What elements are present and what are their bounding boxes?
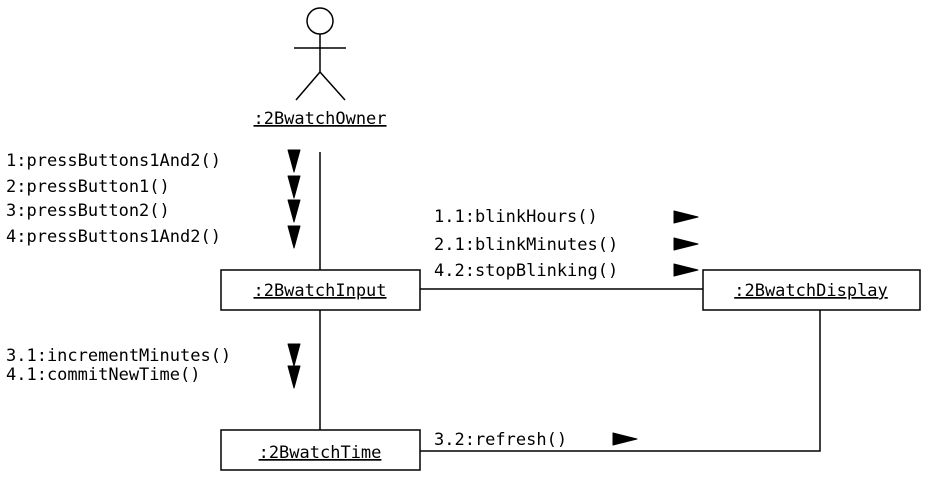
messages-input-to-display: 1.1:blinkHours() 2.1:blinkMinutes() 4.2:…: [434, 207, 699, 281]
actor-figure: [294, 7, 346, 101]
message-label: 3.1:incrementMinutes(): [6, 346, 231, 366]
message-label: 3.2:refresh(): [434, 430, 567, 450]
messages-input-to-time: 3.1:incrementMinutes() 4.1:commitNewTime…: [6, 343, 301, 389]
arrow-right-icon: [673, 237, 699, 251]
object-input-label: :2BwatchInput: [253, 281, 386, 301]
message-label: 2:pressButton1(): [6, 177, 170, 197]
arrow-down-icon: [287, 175, 301, 199]
object-input-box: [220, 269, 421, 311]
messages-time-to-display: 3.2:refresh(): [434, 430, 638, 450]
object-time-box: [220, 429, 421, 471]
arrow-right-icon: [673, 263, 699, 277]
arrow-down-icon: [287, 365, 301, 389]
arrow-right-icon: [673, 210, 699, 224]
actor-left-leg: [295, 71, 321, 101]
arrow-down-icon: [287, 149, 301, 173]
message-label: 4:pressButtons1And2(): [6, 227, 221, 247]
arrow-down-icon: [287, 343, 301, 367]
arrow-down-icon: [287, 199, 301, 223]
arrow-right-icon: [612, 432, 638, 446]
object-display: :2BwatchDisplay: [702, 269, 921, 311]
object-time: :2BwatchTime: [220, 429, 421, 471]
message-label: 4.2:stopBlinking(): [434, 261, 618, 281]
arrow-down-icon: [287, 225, 301, 249]
message-label: 2.1:blinkMinutes(): [434, 235, 618, 255]
link-time-display: [420, 310, 821, 452]
message-label: 4.1:commitNewTime(): [6, 365, 200, 385]
actor-right-leg: [319, 71, 346, 101]
object-time-label: :2BwatchTime: [259, 443, 382, 463]
object-display-box: [702, 269, 921, 311]
messages-owner-to-input: 1:pressButtons1And2() 2:pressButton1() 3…: [6, 149, 301, 249]
object-display-label: :2BwatchDisplay: [734, 281, 888, 301]
message-label: 3:pressButton2(): [6, 201, 170, 221]
actor-head: [306, 7, 334, 35]
object-input: :2BwatchInput: [220, 269, 421, 311]
message-label: 1.1:blinkHours(): [434, 207, 598, 227]
message-label: 1:pressButtons1And2(): [6, 151, 221, 171]
actor-name: :2BwatchOwner: [253, 109, 386, 129]
